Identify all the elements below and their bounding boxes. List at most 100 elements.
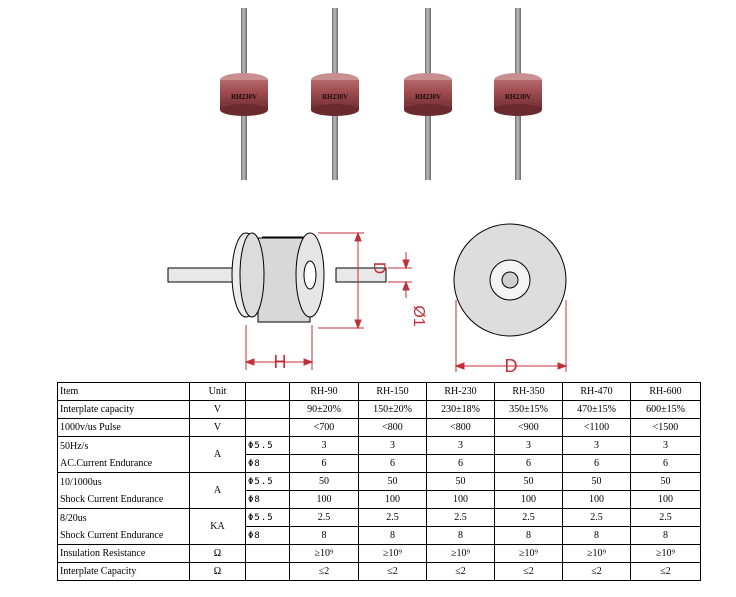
- header-model: RH-230: [426, 382, 495, 401]
- table-row: Φ8 100 100 100 100 100 100: [58, 490, 701, 509]
- table-cell: 100: [426, 490, 495, 509]
- row-unit: Ω: [189, 544, 246, 563]
- table-cell: ≤2: [426, 562, 495, 581]
- table-cell: 100: [630, 490, 701, 509]
- row-label-line2: AC.Current Endurance: [60, 457, 153, 469]
- table-cell: <900: [494, 418, 563, 437]
- table-cell: 100: [358, 490, 427, 509]
- table-cell: 6: [289, 454, 359, 473]
- row-label-line1: 50Hz/s: [60, 440, 89, 452]
- table-cell: ≥10⁹: [426, 544, 495, 563]
- table-cell: 470±15%: [562, 400, 631, 419]
- table-row: 1000v/us Pulse V <700 <800 <800 <900 <11…: [57, 418, 701, 437]
- table-cell: 90±20%: [289, 400, 359, 419]
- table-cell: 6: [358, 454, 427, 473]
- row-label-line2: Shock Current Endurance: [60, 493, 164, 505]
- table-cell: ≤2: [630, 562, 701, 581]
- table-cell: <800: [426, 418, 495, 437]
- table-cell: 8: [358, 526, 427, 545]
- table-cell: 100: [289, 490, 359, 509]
- product-photo: RH230V RH230V RH230V RH230V: [220, 8, 542, 180]
- row-unit: A: [189, 436, 246, 473]
- header-row: Item Unit RH-90 RH-150 RH-230 RH-350 RH-…: [57, 382, 701, 401]
- dim-lead-line: [388, 252, 412, 298]
- end-dim-d-line: [454, 300, 568, 372]
- table-cell: 600±15%: [630, 400, 701, 419]
- row-label: Interplate capacity: [57, 400, 190, 419]
- row-label-line2: Shock Current Endurance: [60, 529, 164, 541]
- table-row: Interplate Capacity Ω ≤2 ≤2 ≤2 ≤2 ≤2 ≤2: [57, 562, 701, 581]
- table-cell: 50: [289, 472, 359, 491]
- table-cell: 2.5: [289, 508, 359, 527]
- table-cell: 6: [494, 454, 563, 473]
- table-cell: 150±20%: [358, 400, 427, 419]
- table-cell: 6: [562, 454, 631, 473]
- table-cell: 50: [358, 472, 427, 491]
- gdt-component-2: RH230V: [311, 8, 359, 180]
- table-cell: 3: [289, 436, 359, 455]
- table-cell: 230±18%: [426, 400, 495, 419]
- table-cell: 3: [426, 436, 495, 455]
- gdt-component-1: RH230V: [220, 8, 268, 180]
- header-model: RH-350: [494, 382, 563, 401]
- table-row: Interplate capacity V 90±20% 150±20% 230…: [57, 400, 701, 419]
- row-unit: KA: [189, 508, 246, 545]
- row-sub: Φ5.5: [245, 472, 290, 491]
- header-blank: [245, 382, 290, 401]
- row-unit: Ω: [189, 562, 246, 581]
- row-label: 1000v/us Pulse: [57, 418, 190, 437]
- table-cell: 8: [494, 526, 563, 545]
- table-cell: 3: [358, 436, 427, 455]
- table-cell: 3: [494, 436, 563, 455]
- table-cell: 50: [562, 472, 631, 491]
- dim-lead-label: Ø1: [410, 305, 427, 326]
- table-cell: <700: [289, 418, 359, 437]
- table-cell: ≥10⁹: [494, 544, 563, 563]
- side-view: H D Ø1: [167, 231, 427, 372]
- table-cell: 8: [630, 526, 701, 545]
- gdt-component-4: RH230V: [494, 8, 542, 180]
- table-cell: ≤2: [358, 562, 427, 581]
- row-blank: [245, 544, 290, 563]
- dimension-drawing: H D Ø1 D: [167, 223, 568, 376]
- table-cell: 100: [494, 490, 563, 509]
- header-unit: Unit: [189, 382, 246, 401]
- row-label: Interplate Capacity: [57, 562, 190, 581]
- row-label: Insulation Resistance: [57, 544, 190, 563]
- table-cell: 8: [562, 526, 631, 545]
- dim-d-label: D: [370, 262, 389, 274]
- table-cell: 50: [630, 472, 701, 491]
- table-cell: 8: [289, 526, 359, 545]
- row-unit: A: [189, 472, 246, 509]
- row-sub: Φ8: [245, 490, 290, 509]
- table-cell: 2.5: [562, 508, 631, 527]
- table-cell: 100: [562, 490, 631, 509]
- table-cell: <1100: [562, 418, 631, 437]
- row-unit: V: [189, 400, 246, 419]
- spec-table: Item Unit RH-90 RH-150 RH-230 RH-350 RH-…: [57, 382, 701, 581]
- header-model: RH-150: [358, 382, 427, 401]
- header-model: RH-90: [289, 382, 359, 401]
- table-cell: 2.5: [630, 508, 701, 527]
- table-cell: 3: [630, 436, 701, 455]
- end-dim-d-label: D: [505, 356, 518, 376]
- table-cell: 50: [494, 472, 563, 491]
- table-cell: ≥10⁹: [562, 544, 631, 563]
- table-cell: ≤2: [289, 562, 359, 581]
- row-blank: [245, 400, 290, 419]
- component-marking: RH230V: [231, 93, 257, 101]
- row-sub: Φ8: [245, 454, 290, 473]
- header-model: RH-470: [562, 382, 631, 401]
- dim-h-line: [244, 325, 314, 370]
- row-label-line1: 10/1000us: [60, 476, 102, 488]
- table-cell: 50: [426, 472, 495, 491]
- table-cell: 6: [426, 454, 495, 473]
- dim-d-line: [318, 231, 364, 330]
- row-sub: Φ5.5: [245, 436, 290, 455]
- table-cell: 6: [630, 454, 701, 473]
